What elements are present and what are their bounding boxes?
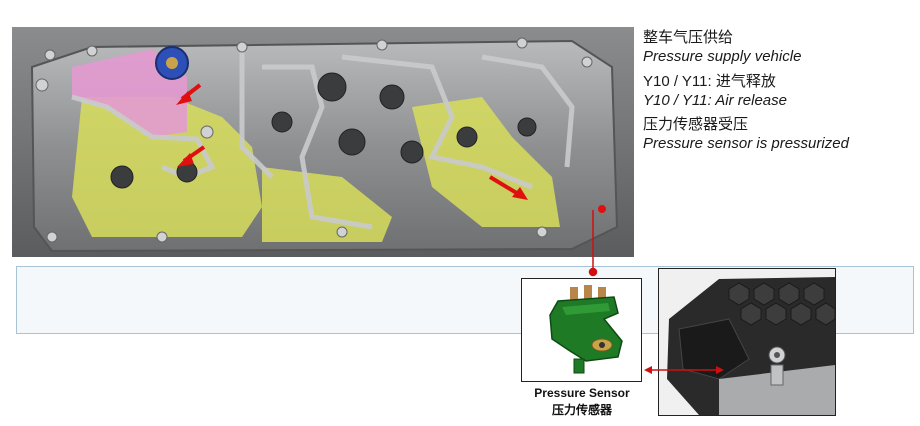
sensor-location-marker — [598, 205, 606, 213]
legend-release-cn: Y10 / Y11: 进气释放 — [643, 73, 776, 90]
red-arrow — [176, 83, 528, 200]
legend-supply-en: Pressure supply vehicle — [643, 48, 802, 65]
control-module-photo — [658, 268, 836, 416]
legend-release-en: Y10 / Y11: Air release — [643, 92, 787, 109]
pressure-sensor-image-box — [521, 278, 642, 382]
sensor-caption-cn: 压力传感器 — [551, 403, 612, 417]
valve-body-photo — [12, 27, 634, 257]
legend-pressurized-en: Pressure sensor is pressurized — [643, 135, 849, 152]
legend-supply-cn: 整车气压供给 — [643, 29, 734, 46]
legend-pressurized-cn: 压力传感器受压 — [643, 116, 749, 133]
pressure-sensor-icon — [549, 285, 623, 374]
sensor-caption-en: Pressure Sensor — [534, 386, 630, 400]
